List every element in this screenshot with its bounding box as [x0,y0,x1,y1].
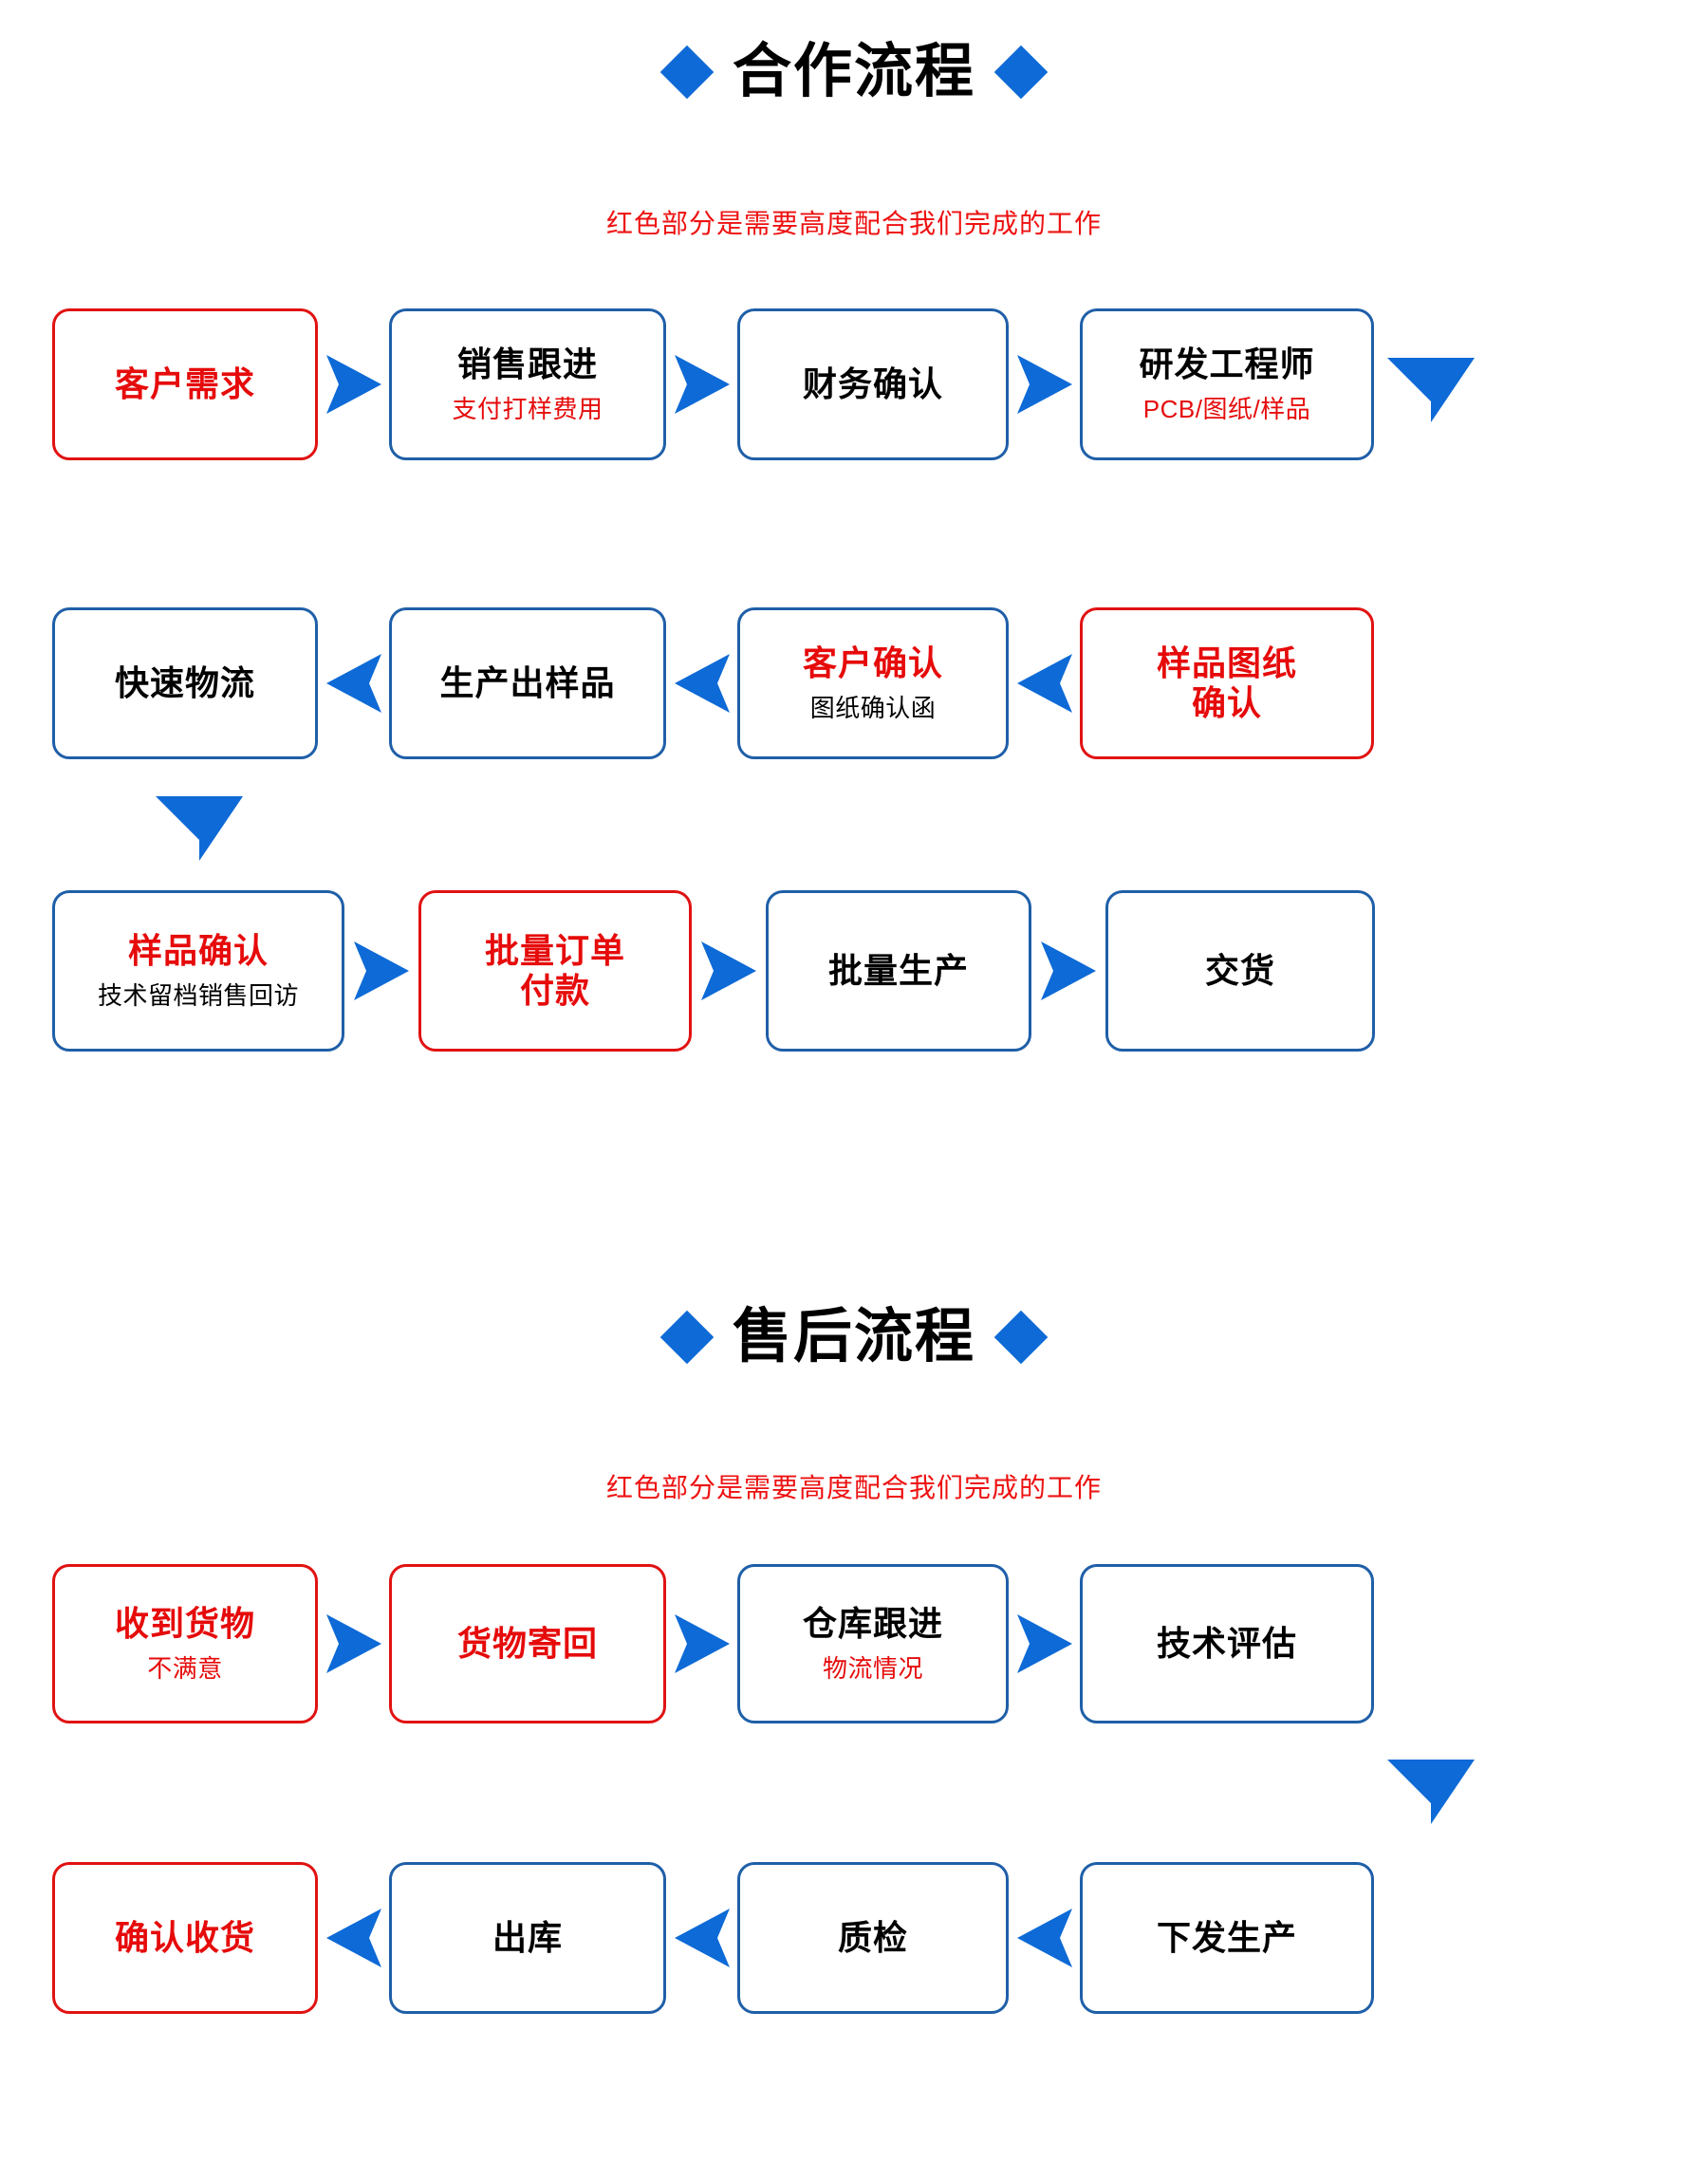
cooperation-row-2: 快速物流 生产出样品 客户确认 图纸确认函 样品图纸 确认 [52,607,1665,759]
node-produce-sample[interactable]: 生产出样品 [389,607,666,759]
node-title: 质检 [837,1917,908,1957]
arrow-right-icon [318,349,389,419]
node-fast-logistics[interactable]: 快速物流 [52,607,318,759]
cooperation-section-subtitle: 红色部分是需要高度配合我们完成的工作 [605,209,1102,238]
node-outbound[interactable]: 出库 [389,1862,666,2014]
cooperation-section-title: 合作流程 [0,39,1708,104]
node-sample-confirm[interactable]: 样品确认 技术留档销售回访 [52,890,344,1052]
node-customer-confirm[interactable]: 客户确认 图纸确认函 [737,607,1009,759]
node-warehouse-followup[interactable]: 仓库跟进 物流情况 [737,1564,1009,1723]
node-title: 客户确认 [802,643,943,683]
node-title: 批量订单 付款 [484,930,625,1010]
arrow-down-icon [1374,349,1488,431]
node-title: 确认收货 [114,1917,255,1957]
diamond-icon [993,45,1049,100]
arrow-left-icon [1009,648,1080,718]
node-technical-evaluation[interactable]: 技术评估 [1080,1564,1374,1723]
arrow-right-icon [666,1609,737,1679]
node-title: 交货 [1204,950,1275,990]
node-subtitle: 物流情况 [822,1653,923,1683]
node-title: 仓库跟进 [802,1604,943,1644]
arrow-right-icon [318,1609,389,1679]
arrow-left-icon [318,648,389,718]
node-confirm-receipt[interactable]: 确认收货 [52,1862,318,2014]
arrow-down-icon [1374,1751,1488,1833]
diamond-icon [993,1310,1049,1365]
node-sales-followup[interactable]: 销售跟进 支付打样费用 [389,308,666,460]
diamond-icon [659,45,715,100]
node-delivery[interactable]: 交货 [1105,890,1375,1052]
node-bulk-order-payment[interactable]: 批量订单 付款 [418,890,692,1052]
after-sales-title-text: 售后流程 [732,1304,975,1369]
node-subtitle: PCB/图纸/样品 [1142,394,1311,423]
node-goods-returned[interactable]: 货物寄回 [389,1564,666,1723]
node-title: 出库 [492,1917,563,1957]
node-title: 批量生产 [827,950,969,990]
arrow-left-icon [318,1903,389,1973]
node-subtitle: 图纸确认函 [809,693,937,722]
node-title: 货物寄回 [456,1623,598,1663]
arrow-left-icon [666,1903,737,1973]
node-subtitle: 技术留档销售回访 [97,980,299,1010]
after-sales-row-2: 确认收货 出库 质检 下发生产 [52,1862,1665,2014]
arrow-right-icon [666,349,737,419]
node-finance-confirm[interactable]: 财务确认 [737,308,1009,460]
node-subtitle: 不满意 [147,1653,223,1683]
arrow-right-icon [1031,936,1105,1006]
node-title: 客户需求 [114,363,255,403]
node-title: 下发生产 [1156,1917,1297,1957]
node-subtitle: 支付打样费用 [452,394,603,423]
arrow-left-icon [1009,1903,1080,1973]
node-title: 生产出样品 [439,662,616,702]
node-rd-engineer[interactable]: 研发工程师 PCB/图纸/样品 [1080,308,1374,460]
node-goods-received[interactable]: 收到货物 不满意 [52,1564,318,1723]
node-title: 销售跟进 [456,345,598,384]
node-customer-requirement[interactable]: 客户需求 [52,308,318,460]
arrow-down-icon [142,788,256,869]
cooperation-row-1: 客户需求 销售跟进 支付打样费用 财务确认 研发工程师 PCB/图纸/样品 [52,308,1665,460]
after-sales-row-1: 收到货物 不满意 货物寄回 仓库跟进 物流情况 技术评估 [52,1564,1665,1723]
arrow-right-icon [1009,349,1080,419]
cooperation-title-text: 合作流程 [732,39,975,104]
node-issue-production[interactable]: 下发生产 [1080,1862,1374,2014]
node-bulk-production[interactable]: 批量生产 [766,890,1031,1052]
cooperation-row-3: 样品确认 技术留档销售回访 批量订单 付款 批量生产 交货 [52,890,1665,1052]
arrow-left-icon [666,648,737,718]
node-title: 技术评估 [1156,1623,1297,1663]
after-sales-section-title: 售后流程 [0,1304,1708,1369]
node-title: 财务确认 [802,363,943,403]
arrow-right-icon [344,936,418,1006]
arrow-right-icon [1009,1609,1080,1679]
diamond-icon [659,1310,715,1365]
node-title: 样品图纸 确认 [1156,643,1297,722]
node-title: 研发工程师 [1139,345,1315,384]
node-title: 收到货物 [114,1604,255,1644]
node-title: 快速物流 [114,662,255,702]
node-sample-drawing-confirm[interactable]: 样品图纸 确认 [1080,607,1374,759]
node-title: 样品确认 [127,931,269,971]
arrow-right-icon [692,936,766,1006]
after-sales-section-subtitle: 红色部分是需要高度配合我们完成的工作 [605,1473,1102,1502]
node-quality-inspection[interactable]: 质检 [737,1862,1009,2014]
